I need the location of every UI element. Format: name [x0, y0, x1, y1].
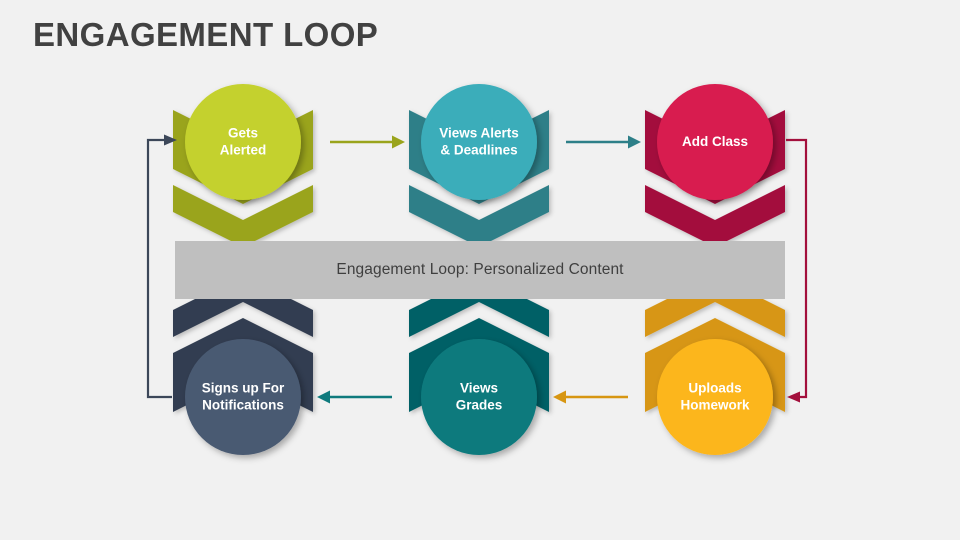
node-uploads-homework[interactable] [645, 275, 785, 455]
node-signs-up-notifications[interactable] [173, 275, 313, 455]
arrow-add-class-to-uploads-homework [786, 138, 808, 403]
node-views-grades[interactable] [409, 275, 549, 455]
node-add-class[interactable] [645, 84, 785, 247]
arrow-views-grades-to-signs-up [317, 390, 392, 404]
views-alerts-circle[interactable] [421, 84, 537, 200]
views-grades-circle[interactable] [421, 339, 537, 455]
signs-up-circle[interactable] [185, 339, 301, 455]
center-banner: Engagement Loop: Personalized Content [175, 241, 785, 299]
center-banner-label: Engagement Loop: Personalized Content [336, 261, 624, 278]
arrow-gets-alerted-to-views-alerts [330, 135, 405, 149]
add-class-circle[interactable] [657, 84, 773, 200]
node-views-alerts-deadlines[interactable] [409, 84, 549, 247]
gets-alerted-circle[interactable] [185, 84, 301, 200]
node-gets-alerted[interactable] [173, 84, 313, 247]
arrow-uploads-homework-to-views-grades [553, 390, 628, 404]
page-title: ENGAGEMENT LOOP [33, 16, 379, 53]
arrow-views-alerts-to-add-class [566, 135, 641, 149]
arrow-signs-up-to-gets-alerted [146, 134, 177, 399]
uploads-homework-circle[interactable] [657, 339, 773, 455]
